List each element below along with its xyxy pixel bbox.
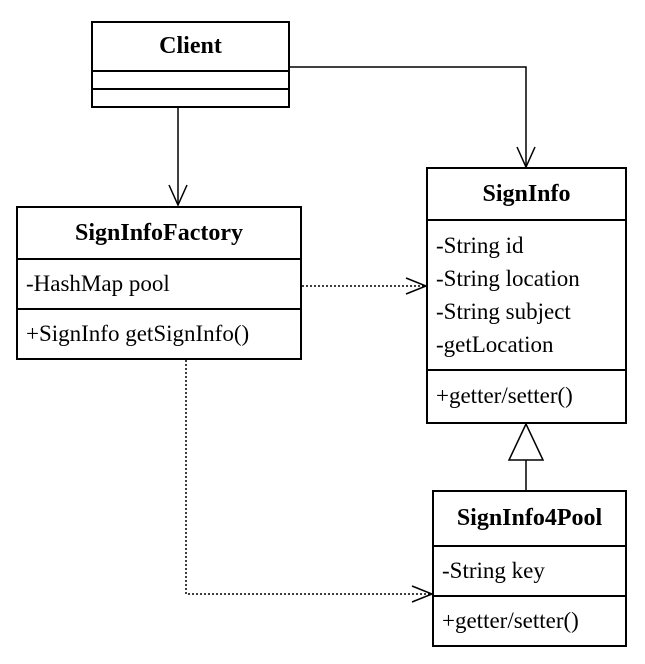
signinfofactory-attributes: -HashMap pool	[18, 258, 300, 308]
signinfo-attributes: -String id -String location -String subj…	[428, 219, 625, 369]
signinfofactory-operations: +SignInfo getSignInfo()	[18, 308, 300, 358]
attribute: -String location	[436, 266, 580, 291]
signinfo4pool-attributes: -String key	[434, 545, 625, 595]
attribute: -String key	[442, 558, 545, 583]
operation: +SignInfo getSignInfo()	[26, 321, 250, 346]
client-class-name: Client	[159, 33, 222, 59]
signinfo-class-name: SignInfo	[482, 181, 571, 207]
attribute: -HashMap pool	[26, 271, 170, 296]
signinfo4pool-class: SignInfo4Pool -String key +getter/setter…	[432, 490, 627, 647]
signinfofactory-class: SignInfoFactory -HashMap pool +SignInfo …	[16, 206, 302, 360]
attribute: -String subject	[436, 299, 571, 324]
client-class: Client	[91, 21, 290, 108]
client-factory-arrowhead	[168, 184, 188, 207]
attribute: -String id	[436, 233, 524, 258]
signinfo-class: SignInfo -String id -String location -St…	[426, 167, 627, 424]
signinfo4pool-operations: +getter/setter()	[434, 595, 625, 645]
client-operations	[93, 88, 288, 106]
operation: +getter/setter()	[442, 608, 579, 633]
attribute: -getLocation	[436, 332, 554, 357]
client-attributes	[93, 70, 288, 88]
operation: +getter/setter()	[436, 383, 573, 408]
client-signinfo-association	[290, 66, 527, 167]
signinfofactory-class-name: SignInfoFactory	[75, 220, 243, 246]
signinfo4pool-class-name: SignInfo4Pool	[456, 505, 603, 531]
generalization-triangle	[507, 422, 545, 461]
factory-pool-dependency	[185, 360, 432, 595]
signinfo-operations: +getter/setter()	[428, 369, 625, 422]
